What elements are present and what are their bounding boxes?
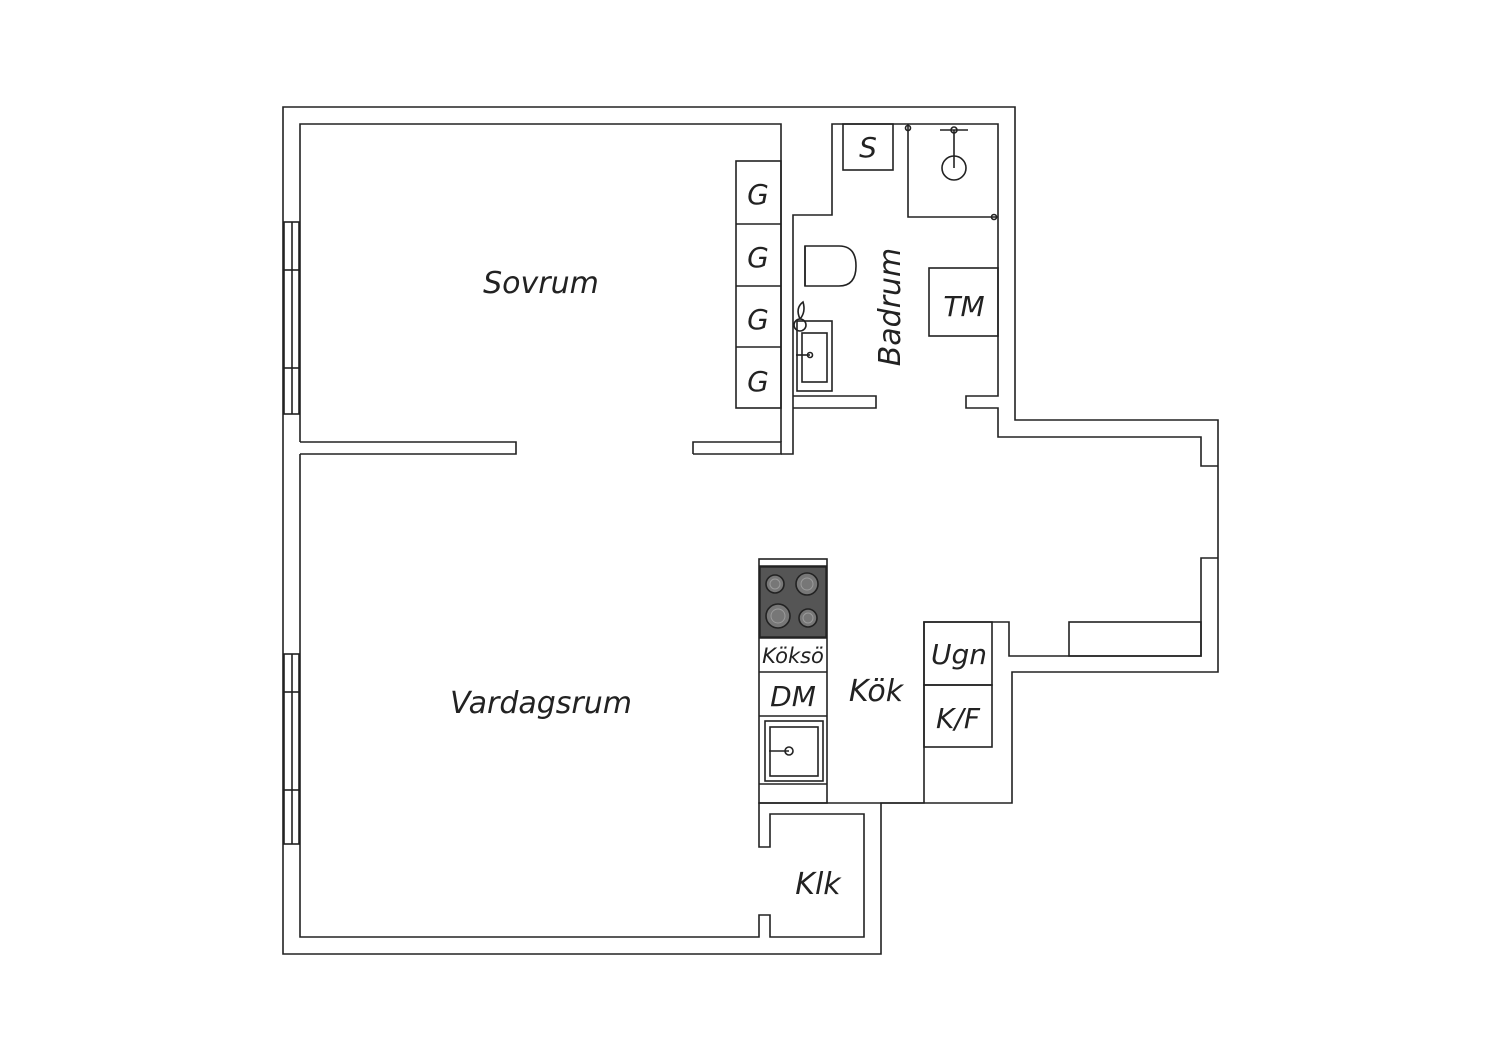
room-label-bathroom: Badrum	[873, 248, 908, 367]
dishwasher-label: DM	[770, 680, 816, 713]
exterior-wall-outline	[282, 106, 1219, 955]
stove-island-label: Köksö	[762, 644, 824, 668]
bedroom-partition-right	[692, 441, 782, 455]
room-label-bedroom: Sovrum	[483, 266, 599, 301]
living-room-wall-east	[781, 123, 1218, 467]
shower-area	[907, 124, 998, 218]
washing-machine-box	[928, 267, 999, 337]
fridge-freezer-label: K/F	[936, 702, 981, 735]
cabinet-label: S	[859, 131, 877, 164]
bathroom-wall-west	[793, 395, 877, 409]
wardrobe-label-2: G	[747, 241, 769, 274]
wardrobe-label-4: G	[747, 365, 769, 398]
oven-label: Ugn	[931, 638, 987, 671]
kitchen-island	[758, 558, 828, 804]
wardrobe-label-1: G	[747, 178, 769, 211]
room-label-kitchen: Kök	[849, 674, 905, 709]
bathroom-sink-icon	[796, 320, 833, 392]
room-label-closet: Klk	[795, 867, 842, 902]
kitchen-sink-icon	[764, 720, 824, 782]
stove-icon	[759, 566, 827, 638]
fridge-freezer-box	[923, 684, 993, 748]
toilet-icon	[804, 245, 857, 287]
washing-machine-label: TM	[943, 290, 984, 323]
cabinet-box	[842, 123, 894, 171]
bedroom-partition-left	[300, 441, 517, 455]
wardrobe-unit	[735, 160, 782, 409]
room-label-living-room: Vardagsrum	[450, 686, 632, 721]
countertop	[1068, 621, 1202, 657]
living-room-wall	[299, 454, 1218, 938]
wardrobe-label-3: G	[747, 303, 769, 336]
